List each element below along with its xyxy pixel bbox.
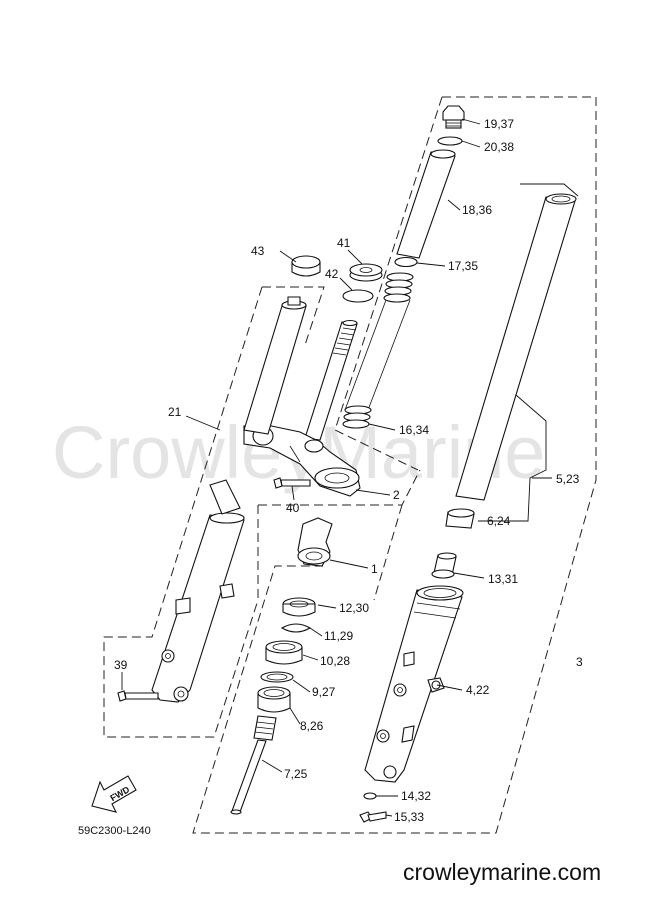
group-boundary-left-fork bbox=[103, 286, 325, 738]
leader-lines bbox=[121, 118, 579, 817]
fork-guide-part bbox=[297, 517, 333, 567]
oil-lock-piece-part bbox=[431, 552, 457, 579]
inner-tube-part bbox=[455, 193, 577, 501]
callout-13-31: 13,31 bbox=[488, 572, 518, 586]
o-ring-part bbox=[437, 136, 463, 146]
slide-metal-part bbox=[257, 686, 291, 713]
copper-washer-part bbox=[363, 792, 377, 800]
diagram-code: 59C2300-L240 bbox=[78, 825, 151, 837]
ring-nut-part bbox=[349, 263, 383, 282]
callout-16-34: 16,34 bbox=[399, 423, 429, 437]
bushing-part bbox=[445, 508, 475, 529]
group-boundary-right-upper bbox=[334, 96, 443, 471]
damper-rod-part bbox=[230, 715, 277, 815]
group-boundary-right-fork bbox=[192, 96, 597, 834]
group-boundary-steering bbox=[257, 469, 421, 601]
pinch-bolt-part bbox=[273, 477, 311, 489]
left-bolt-part bbox=[117, 690, 159, 702]
callout-12-30: 12,30 bbox=[339, 601, 369, 615]
cap-bolt-part bbox=[442, 105, 465, 129]
callout-15-33: 15,33 bbox=[394, 810, 424, 824]
callout-43: 43 bbox=[251, 244, 265, 258]
washer-lower-part bbox=[260, 671, 294, 683]
callout-5-23: 5,23 bbox=[556, 472, 580, 486]
spacer-tube-part bbox=[396, 149, 456, 259]
callout-19-37: 19,37 bbox=[484, 117, 514, 131]
callout-39: 39 bbox=[114, 658, 128, 672]
callout-42: 42 bbox=[325, 267, 339, 281]
callout-7-25: 7,25 bbox=[284, 767, 308, 781]
circlip-part bbox=[280, 623, 312, 633]
callout-6-24: 6,24 bbox=[487, 514, 511, 528]
bearing-cover-part bbox=[342, 289, 374, 303]
callout-40: 40 bbox=[286, 501, 300, 515]
callout-8-26: 8,26 bbox=[300, 719, 324, 733]
fork-spring-body bbox=[344, 299, 411, 411]
fwd-arrow-icon: FWD bbox=[91, 775, 137, 813]
callout-21: 21 bbox=[168, 405, 182, 419]
callout-41: 41 bbox=[337, 236, 351, 250]
callout-9-27: 9,27 bbox=[312, 685, 336, 699]
callout-1: 1 bbox=[371, 562, 378, 576]
outer-tube-right-part bbox=[364, 585, 464, 783]
callout-18-36: 18,36 bbox=[462, 203, 492, 217]
washer-part bbox=[394, 256, 418, 268]
callout-11-29: 11,29 bbox=[324, 629, 353, 643]
site-url[interactable]: crowleymarine.com bbox=[403, 859, 601, 885]
cap-left-part bbox=[291, 255, 321, 277]
fork-spring-upper-part bbox=[383, 272, 414, 303]
dust-seal-part bbox=[282, 597, 316, 617]
left-outer-tube-part bbox=[151, 479, 245, 703]
left-inner-tube-part bbox=[243, 296, 307, 435]
damper-rod-bolt-part bbox=[359, 811, 387, 823]
callout-4-22: 4,22 bbox=[466, 683, 490, 697]
oil-seal-part bbox=[265, 640, 303, 665]
callout-14-32: 14,32 bbox=[401, 789, 431, 803]
steering-stem-part bbox=[304, 319, 358, 441]
callout-10-28: 10,28 bbox=[320, 654, 350, 668]
fork-spring-lower-part bbox=[342, 405, 372, 429]
callout-3: 3 bbox=[576, 655, 583, 669]
callout-2: 2 bbox=[393, 488, 400, 502]
callout-17-35: 17,35 bbox=[448, 259, 478, 273]
callout-20-38: 20,38 bbox=[484, 140, 514, 154]
